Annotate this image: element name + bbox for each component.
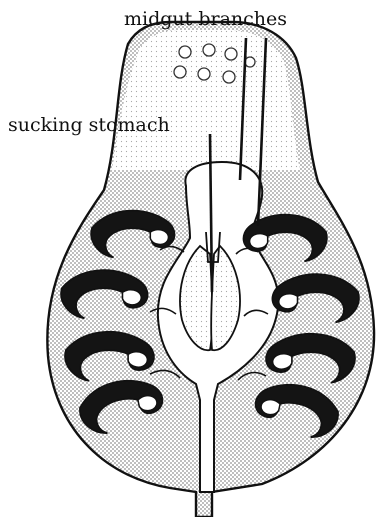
label-sucking-stomach: sucking stomach	[8, 116, 170, 135]
label-midgut-branches: midgut branches	[124, 10, 287, 29]
